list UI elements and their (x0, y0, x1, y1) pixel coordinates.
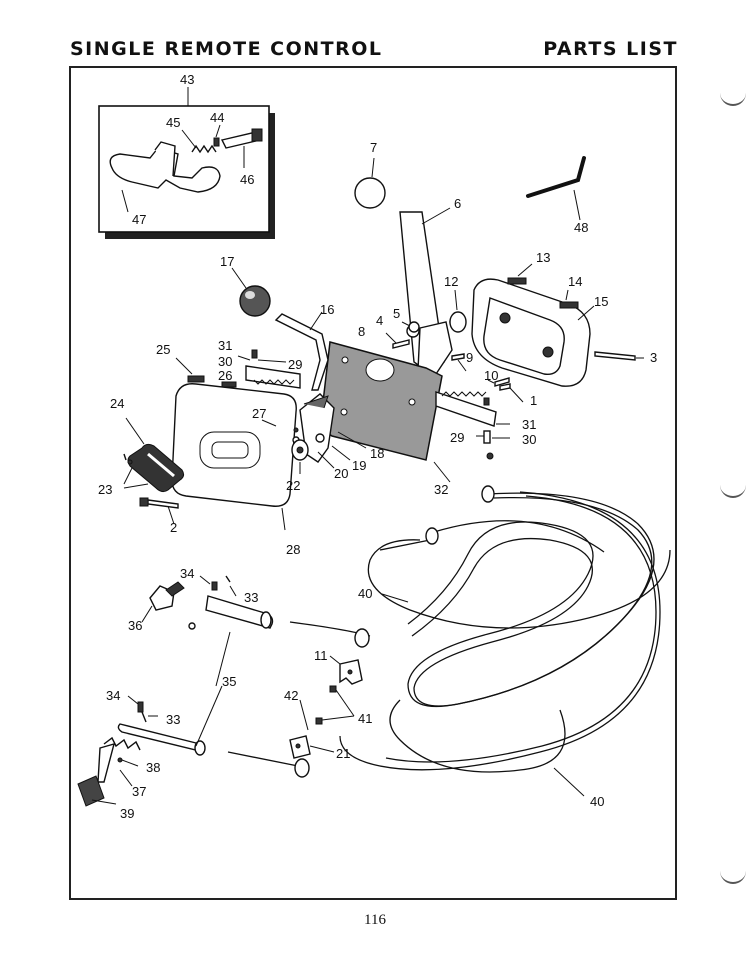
callout-28: 28 (286, 542, 300, 557)
washer-22 (291, 439, 309, 474)
callout-9: 9 (466, 350, 473, 365)
callout-4: 4 (376, 313, 383, 328)
punch-hole-mark (720, 480, 746, 498)
callout-39: 39 (120, 806, 134, 821)
callout-16: 16 (320, 302, 334, 317)
control-housing-rear (471, 263, 644, 387)
callout-14: 14 (568, 274, 582, 289)
punch-hole-mark (720, 88, 746, 106)
callout-25: 25 (156, 342, 170, 357)
allen-wrench (526, 156, 586, 221)
callout-38: 38 (146, 760, 160, 775)
callout-33b: 33 (166, 712, 180, 727)
callout-27: 27 (252, 406, 266, 421)
callout-10: 10 (484, 368, 498, 383)
control-cables (227, 485, 671, 797)
callout-30b: 30 (522, 432, 536, 447)
callout-8: 8 (358, 324, 365, 339)
callout-35: 35 (222, 674, 236, 689)
callout-29: 29 (288, 357, 302, 372)
callout-5: 5 (393, 306, 400, 321)
callout-17: 17 (220, 254, 234, 269)
callout-40b: 40 (590, 794, 604, 809)
callout-29b: 29 (450, 430, 464, 445)
callout-23: 23 (98, 482, 112, 497)
callout-43: 43 (180, 72, 194, 87)
callout-21: 21 (336, 746, 350, 761)
nameplate (123, 417, 185, 525)
callout-12: 12 (444, 274, 458, 289)
callout-26: 26 (218, 368, 232, 383)
shaft-assembly-upper (141, 575, 274, 630)
callout-7: 7 (370, 140, 377, 155)
callout-48: 48 (574, 220, 588, 235)
callout-labels: 1 2 3 5 6 7 8 9 10 11 12 13 14 15 16 17 … (98, 72, 657, 821)
gear-rack-left (175, 349, 301, 389)
cable-clips (289, 655, 363, 759)
callout-34: 34 (180, 566, 194, 581)
washers-screws-upper (385, 289, 524, 403)
callout-30: 30 (218, 354, 232, 369)
callout-41: 41 (358, 711, 372, 726)
shift-handle-assembly (354, 157, 465, 381)
diagram-frame (69, 66, 677, 900)
callout-34b: 34 (106, 688, 120, 703)
gear-rack-right (435, 391, 510, 460)
callout-1: 1 (530, 393, 537, 408)
callout-40: 40 (358, 586, 372, 601)
callout-42: 42 (284, 688, 298, 703)
callout-44: 44 (210, 110, 224, 125)
callout-36: 36 (128, 618, 142, 633)
inset-hardware-box (98, 87, 275, 239)
callout-11: 11 (314, 648, 328, 663)
shaft-assembly-lower (77, 631, 231, 807)
callout-22: 22 (286, 478, 300, 493)
callout-47: 47 (132, 212, 146, 227)
callout-19: 19 (352, 458, 366, 473)
callout-33: 33 (244, 590, 258, 605)
callout-37: 37 (132, 784, 146, 799)
callout-15: 15 (594, 294, 608, 309)
page-title: SINGLE REMOTE CONTROL (70, 38, 383, 60)
callout-20: 20 (334, 466, 348, 481)
section-title: PARTS LIST (543, 38, 678, 60)
callout-2: 2 (170, 520, 177, 535)
callout-31b: 31 (522, 417, 536, 432)
front-cover (171, 383, 300, 531)
callout-6: 6 (454, 196, 461, 211)
callout-32: 32 (434, 482, 448, 497)
callout-24: 24 (110, 396, 124, 411)
callout-18: 18 (370, 446, 384, 461)
callout-31: 31 (218, 338, 232, 353)
punch-hole-mark (720, 866, 746, 884)
throttle-lever-assembly (231, 267, 367, 469)
callout-3: 3 (650, 350, 657, 365)
callout-13: 13 (536, 250, 550, 265)
page-number: 116 (364, 912, 386, 928)
callout-45: 45 (166, 115, 180, 130)
callout-46: 46 (240, 172, 254, 187)
